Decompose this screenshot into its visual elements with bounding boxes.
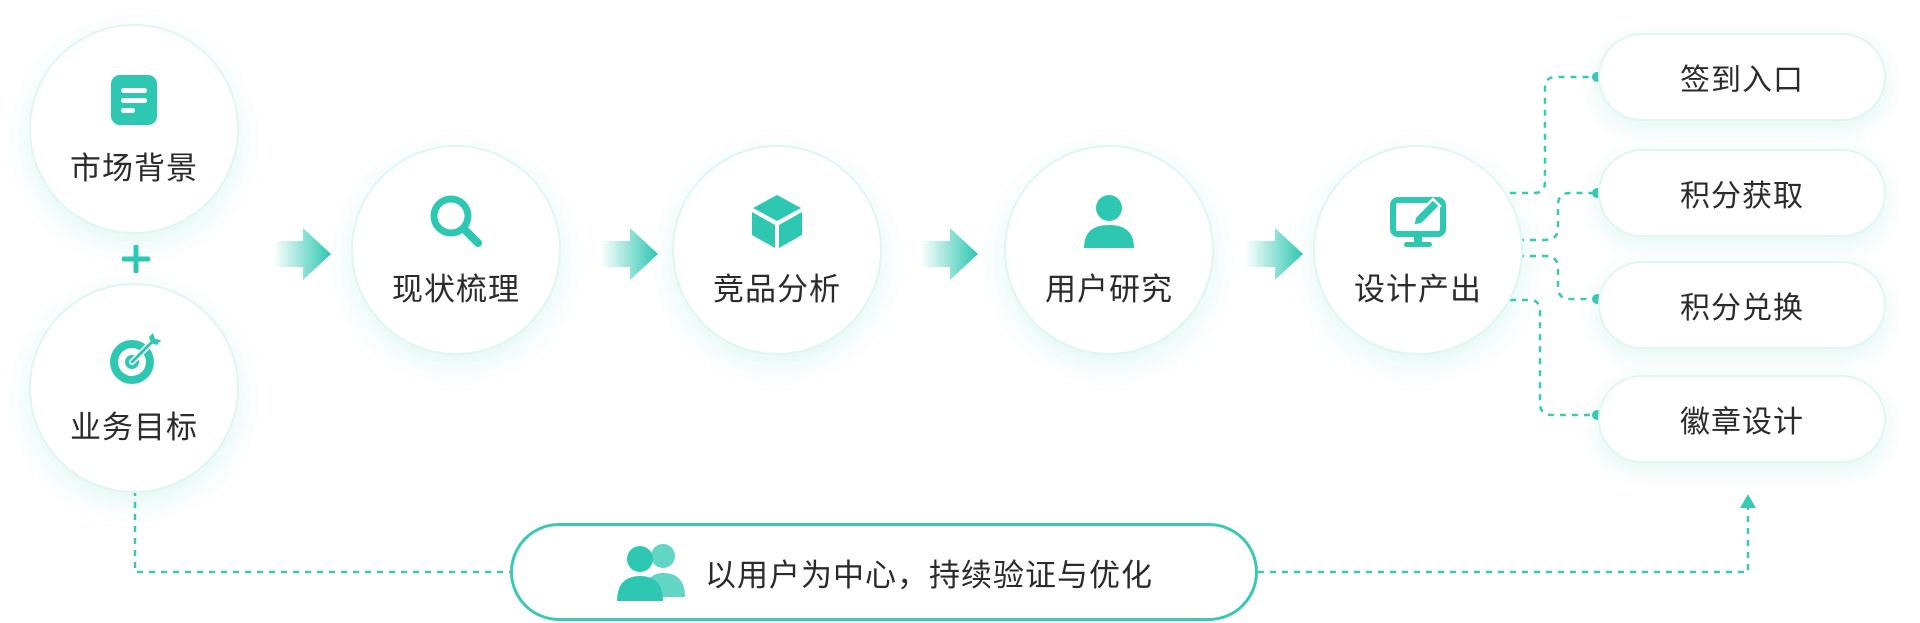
connector-feedback-left bbox=[133, 490, 510, 574]
output-points-earning: 积分获取 bbox=[1598, 149, 1886, 237]
node-label: 市场背景 bbox=[70, 150, 198, 187]
node-market-background: 市场背景 bbox=[29, 24, 239, 234]
plus-icon bbox=[122, 245, 150, 273]
output-label: 积分兑换 bbox=[1680, 291, 1804, 326]
users-icon bbox=[617, 544, 685, 601]
connector-feedback-right bbox=[1258, 508, 1750, 574]
node-user-research: 用户研究 bbox=[1004, 145, 1214, 355]
flow-arrow-icon bbox=[920, 228, 978, 280]
user-centered-banner: 以用户为中心，持续验证与优化 bbox=[510, 523, 1258, 621]
node-current-state: 现状梳理 bbox=[351, 145, 561, 355]
cube-icon bbox=[752, 194, 802, 248]
output-label: 积分获取 bbox=[1680, 179, 1804, 214]
connector-out-1 bbox=[1510, 75, 1595, 195]
flow-arrow-icon bbox=[1245, 228, 1303, 280]
output-points-redemption: 积分兑换 bbox=[1598, 261, 1886, 349]
monitor-edit-icon bbox=[1390, 196, 1446, 247]
node-label: 竞品分析 bbox=[713, 271, 841, 308]
document-icon bbox=[111, 74, 157, 125]
output-badge-design: 徽章设计 bbox=[1598, 375, 1886, 463]
node-business-goal: 业务目标 bbox=[29, 283, 239, 493]
feedback-arrow-head-icon bbox=[1740, 494, 1756, 508]
banner-label: 以用户为中心，持续验证与优化 bbox=[705, 557, 1153, 594]
output-sign-in-entry: 签到入口 bbox=[1598, 33, 1886, 121]
connector-out-2 bbox=[1518, 191, 1595, 242]
user-icon bbox=[1084, 194, 1134, 248]
flow-arrow-icon bbox=[600, 228, 658, 280]
node-design-output: 设计产出 bbox=[1313, 145, 1523, 355]
flow-arrow-icon bbox=[273, 228, 331, 280]
target-icon bbox=[110, 332, 161, 384]
node-label: 设计产出 bbox=[1354, 271, 1482, 308]
output-label: 签到入口 bbox=[1680, 63, 1804, 98]
node-label: 业务目标 bbox=[70, 409, 198, 446]
node-label: 用户研究 bbox=[1045, 271, 1173, 308]
connector-out-3 bbox=[1518, 254, 1595, 301]
search-icon bbox=[430, 195, 482, 247]
node-label: 现状梳理 bbox=[392, 271, 520, 308]
connector-out-4 bbox=[1510, 298, 1595, 417]
output-label: 徽章设计 bbox=[1680, 405, 1804, 440]
node-competitor-analysis: 竞品分析 bbox=[672, 145, 882, 355]
